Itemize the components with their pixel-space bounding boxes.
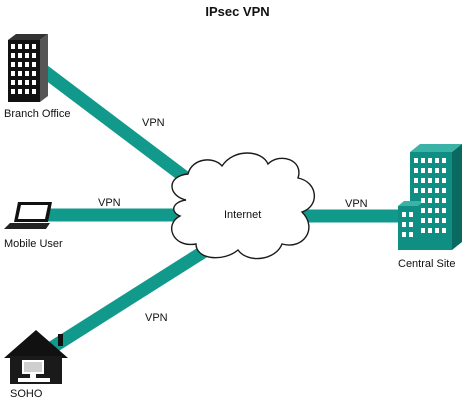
vpn-label-soho: VPN — [145, 312, 168, 324]
diagram-title: IPsec VPN — [205, 4, 270, 19]
soho-house-icon — [4, 330, 68, 384]
mobile-user-label: Mobile User — [4, 238, 63, 250]
soho-label: SOHO — [10, 388, 43, 400]
laptop-icon — [4, 202, 52, 229]
vpn-label-central: VPN — [345, 198, 368, 210]
vpn-link-soho — [41, 234, 226, 358]
branch-office-building-icon — [8, 34, 48, 102]
vpn-label-mobile: VPN — [98, 197, 121, 209]
vpn-label-branch: VPN — [142, 117, 165, 129]
internet-label: Internet — [224, 209, 262, 221]
central-site-building-icon — [398, 144, 462, 250]
central-site-label: Central Site — [398, 258, 456, 270]
internet-cloud-icon — [171, 152, 315, 260]
branch-office-label: Branch Office — [4, 108, 71, 120]
